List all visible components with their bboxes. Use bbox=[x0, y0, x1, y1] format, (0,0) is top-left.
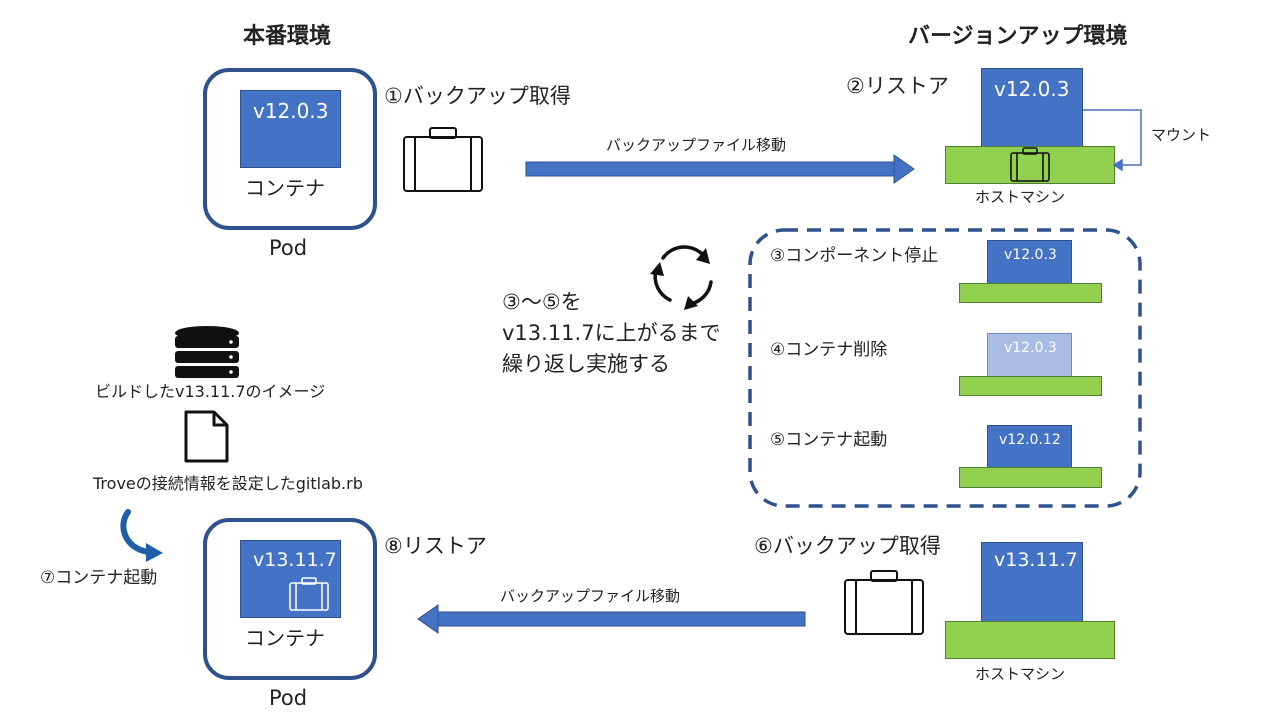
container-top-label: コンテナ bbox=[245, 176, 325, 200]
briefcase-icon bbox=[289, 577, 329, 611]
config-label: Troveの接続情報を設定したgitlab.rb bbox=[93, 474, 363, 493]
loop-3-host bbox=[959, 283, 1102, 303]
header-upgrade: バージョンアップ環境 bbox=[908, 24, 1128, 49]
step-1-label: ①バックアップ取得 bbox=[384, 84, 571, 108]
container-top-version: v12.0.3 bbox=[253, 99, 329, 123]
loop-note-line1: ③〜⑤を bbox=[502, 290, 582, 314]
curved-arrow-icon bbox=[120, 509, 163, 562]
move-arrow-top bbox=[525, 154, 915, 184]
loop-4-host bbox=[959, 376, 1102, 396]
step-6-label: ⑥バックアップ取得 bbox=[754, 534, 941, 558]
step-8-label: ⑧リストア bbox=[384, 534, 487, 558]
container-top-box: v12.0.3 bbox=[240, 90, 341, 168]
loop-3-container: v12.0.3 bbox=[987, 240, 1072, 284]
upgrade-top-version: v12.0.3 bbox=[994, 77, 1070, 101]
move-arrow-bottom bbox=[417, 604, 806, 634]
briefcase-icon bbox=[844, 570, 924, 635]
step-7-label: ⑦コンテナ起動 bbox=[40, 568, 158, 588]
loop-5-container: v12.0.12 bbox=[987, 425, 1072, 469]
refresh-cycle-icon bbox=[650, 245, 713, 310]
arrow-move-bottom-label: バックアップファイル移動 bbox=[500, 587, 681, 605]
mount-label: マウント bbox=[1151, 126, 1212, 144]
loop-4-version: v12.0.3 bbox=[1004, 340, 1057, 356]
container-bottom-label: コンテナ bbox=[245, 626, 325, 650]
step-4-label: ④コンテナ削除 bbox=[770, 340, 888, 360]
loop-dashed-box bbox=[748, 228, 1142, 508]
pod-top-label: Pod bbox=[269, 236, 308, 260]
loop-5-version: v12.0.12 bbox=[999, 432, 1061, 448]
mount-arrow bbox=[1083, 109, 1142, 172]
upgrade-bottom-host bbox=[945, 621, 1115, 659]
pod-bottom-label: Pod bbox=[269, 686, 308, 710]
upgrade-bottom-container: v13.11.7 bbox=[981, 542, 1083, 622]
upgrade-bottom-version: v13.11.7 bbox=[994, 549, 1078, 571]
upgrade-top-host-label: ホストマシン bbox=[975, 188, 1066, 206]
briefcase-icon bbox=[403, 127, 483, 192]
briefcase-icon bbox=[1010, 147, 1050, 182]
upgrade-bottom-host-label: ホストマシン bbox=[975, 665, 1066, 683]
upgrade-top-container: v12.0.3 bbox=[981, 68, 1083, 147]
document-icon bbox=[184, 410, 229, 463]
pod-top: v12.0.3 コンテナ bbox=[203, 68, 377, 230]
loop-5-host bbox=[959, 467, 1102, 488]
database-icon bbox=[175, 326, 239, 378]
loop-note-line3: 繰り返し実施する bbox=[502, 352, 670, 376]
step-3-label: ③コンポーネント停止 bbox=[770, 246, 939, 266]
step-2-label: ②リストア bbox=[846, 74, 949, 98]
loop-4-container: v12.0.3 bbox=[987, 333, 1072, 377]
arrow-move-top-label: バックアップファイル移動 bbox=[606, 136, 787, 154]
header-production: 本番環境 bbox=[243, 24, 332, 49]
image-label: ビルドしたv13.11.7のイメージ bbox=[95, 382, 326, 401]
loop-note-line2: v13.11.7に上がるまで bbox=[502, 321, 721, 345]
container-bottom-version: v13.11.7 bbox=[253, 549, 337, 571]
loop-3-version: v12.0.3 bbox=[1004, 247, 1057, 263]
step-5-label: ⑤コンテナ起動 bbox=[770, 430, 888, 450]
